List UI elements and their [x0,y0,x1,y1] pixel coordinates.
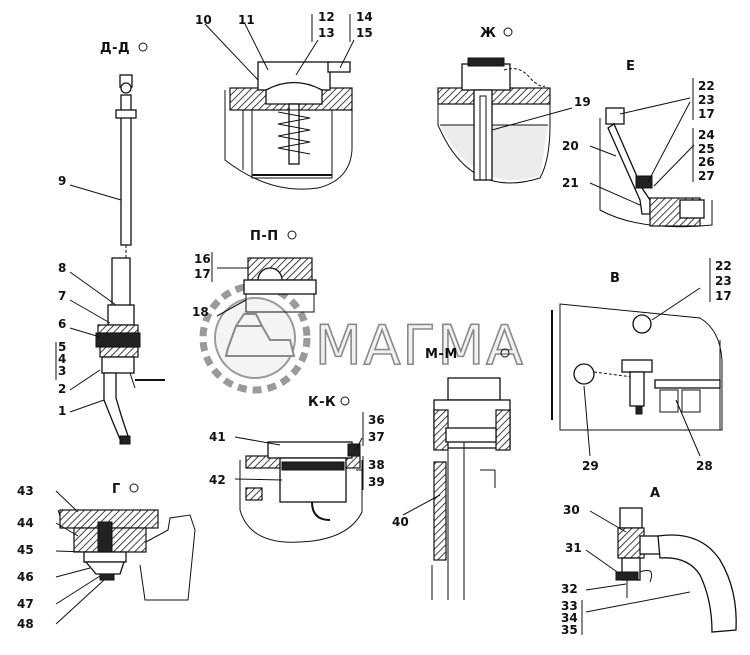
callout-24: 24 [698,128,715,142]
callout-19: 19 [574,95,591,109]
view-p-p: П-П 16 17 18 [192,229,317,319]
callout-28: 28 [696,459,713,473]
callout-31: 31 [565,541,582,555]
callout-36: 36 [368,413,385,427]
callout-8: 8 [58,261,66,275]
callout-27: 27 [698,169,715,183]
callout-7: 7 [58,289,66,303]
callout-16: 16 [194,252,211,266]
callout-40: 40 [392,515,409,529]
callout-20: 20 [562,139,579,153]
view-label-d-d: Д-Д [100,41,130,56]
view-k-k: К-К 41 42 36 37 38 39 [209,395,385,543]
callout-25: 25 [698,142,715,156]
view-g: Г 43 44 45 46 47 48 [17,482,196,631]
view-a: А 30 31 32 33 34 35 [561,486,737,637]
view-marker-zh [503,27,513,37]
callout-10: 10 [195,13,212,27]
callout-48: 48 [17,617,34,631]
callout-32: 32 [561,582,578,596]
view-marker-g [129,483,139,493]
callout-42: 42 [209,473,226,487]
view-marker-k-k [340,396,350,406]
callout-26: 26 [698,155,715,169]
callout-21: 21 [562,176,579,190]
callout-12: 12 [318,10,335,24]
view-d-d: Д-Д 9 8 7 6 5 4 3 2 1 [55,41,165,445]
view-zh: Ж 19 [437,26,591,184]
callout-44: 44 [17,516,34,530]
callout-23-v: 23 [715,274,732,288]
callout-15: 15 [356,26,373,40]
view-label-g: Г [112,482,121,497]
view-label-a: А [650,486,661,501]
callout-9: 9 [58,174,66,188]
callout-22-v: 22 [715,259,732,273]
view-marker-m-m [500,348,510,358]
callout-30: 30 [563,503,580,517]
callout-34: 34 [561,611,578,625]
callout-6: 6 [58,317,66,331]
callout-38: 38 [368,458,385,472]
view-label-m-m: М-М [425,347,458,362]
view-label-zh: Ж [480,26,496,41]
callout-5: 5 [58,340,66,354]
callout-43: 43 [17,484,34,498]
callout-22: 22 [698,79,715,93]
watermark-text: МАГМА [315,314,525,377]
watermark-logo: МАГМА [199,282,525,394]
callout-37: 37 [368,430,385,444]
callout-46: 46 [17,570,34,584]
callout-45: 45 [17,543,34,557]
valve-cap-assembly: 10 11 12 13 14 15 [195,10,373,190]
callout-17: 17 [698,107,715,121]
callout-39: 39 [368,475,385,489]
callout-4: 4 [58,352,66,366]
callout-35: 35 [561,623,578,637]
view-label-k-k: К-К [308,395,336,410]
callout-29: 29 [582,459,599,473]
view-label-v: В [610,271,620,286]
callout-47: 47 [17,597,34,611]
callout-41: 41 [209,430,226,444]
view-marker-d-d [138,42,148,52]
callout-1: 1 [58,404,66,418]
view-e: Е 22 23 17 24 25 26 27 20 21 [562,59,715,228]
view-marker-p-p [287,230,297,240]
callout-2: 2 [58,382,66,396]
view-label-p-p: П-П [250,229,279,244]
callout-3: 3 [58,364,66,378]
view-m-m: М-М 40 [392,347,511,600]
callout-17-pp: 17 [194,267,211,281]
callout-11: 11 [238,13,255,27]
callout-33: 33 [561,599,578,613]
view-v: В 22 23 17 29 28 [551,258,732,473]
callout-23: 23 [698,93,715,107]
callout-17-v: 17 [715,289,732,303]
callout-13: 13 [318,26,335,40]
view-label-e: Е [626,59,635,74]
callout-14: 14 [356,10,373,24]
callout-18: 18 [192,305,209,319]
